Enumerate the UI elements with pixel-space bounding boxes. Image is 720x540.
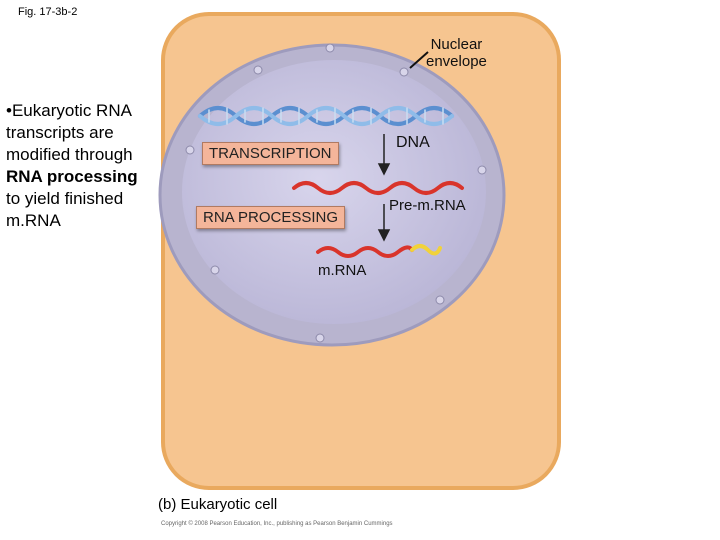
transcription-step-box: TRANSCRIPTION [202, 142, 339, 165]
bullet-text: •Eukaryotic RNA transcripts are modified… [6, 100, 156, 232]
pre-mrna-strand [292, 181, 464, 195]
bullet-text-bold: RNA processing [6, 167, 138, 186]
bullet-text-prefix: •Eukaryotic RNA transcripts are modified… [6, 101, 133, 164]
nuclear-envelope-label-line1: Nuclear [430, 36, 483, 53]
dna-label: DNA [396, 134, 430, 151]
mrna-strand [316, 244, 442, 258]
cell-caption: (b) Eukaryotic cell [158, 496, 278, 513]
nuclear-envelope-pointer [409, 51, 429, 69]
arrow-processing [377, 204, 391, 242]
rna-processing-step-box: RNA PROCESSING [196, 206, 346, 229]
dna-helix [198, 106, 454, 126]
copyright-notice: Copyright © 2008 Pearson Education, Inc.… [161, 521, 393, 527]
nuclear-pores [185, 43, 487, 343]
mrna-label: m.RNA [318, 262, 367, 279]
arrow-transcription [377, 134, 391, 176]
figure-label: Fig. 17-3b-2 [18, 6, 78, 18]
nuclear-envelope-label-line2: envelope [426, 53, 487, 70]
pre-mrna-label: Pre-m.RNA [389, 197, 466, 214]
bullet-text-suffix: to yield finished m.RNA [6, 189, 124, 230]
